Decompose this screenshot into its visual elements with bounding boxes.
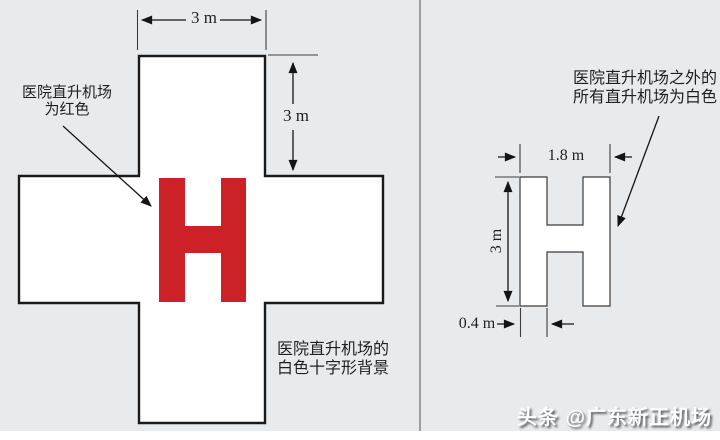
red-h-mark [159,178,246,302]
annotation-line: 医院直升机场 [21,85,112,101]
annotation-line: 白色十字形背景 [277,360,390,377]
annotation-leader-arrow [617,115,660,228]
annotation-line: 所有直升机场为白色 [572,89,717,106]
annotation-line: 为红色 [44,102,90,118]
dim-label-h-width: 1.8 m [547,147,585,164]
toutiao-watermark: 头条 @广东新正机场 [516,407,712,429]
other-heliport-annotation: 医院直升机场之外的 所有直升机场为白色 [570,69,720,107]
annotation-line: 医院直升机场之外的 [572,70,717,87]
dim-label-h-height: 3 m [488,228,505,254]
dim-label-arm-height: 3 m [283,106,309,125]
annotation-leader-arrow [62,125,152,207]
annotation-line: 医院直升机场的 [277,341,390,358]
other-heliport-diagram [495,115,660,337]
white-h-mark [519,176,611,307]
dim-label-h-stroke: 0.4 m [458,315,496,332]
hospital-heliport-diagram [17,10,385,425]
hospital-red-annotation: 医院直升机场 为红色 [10,85,124,119]
dim-label-arm-width: 3 m [191,8,217,27]
white-cross-annotation: 医院直升机场的 白色十字形背景 [277,340,417,378]
